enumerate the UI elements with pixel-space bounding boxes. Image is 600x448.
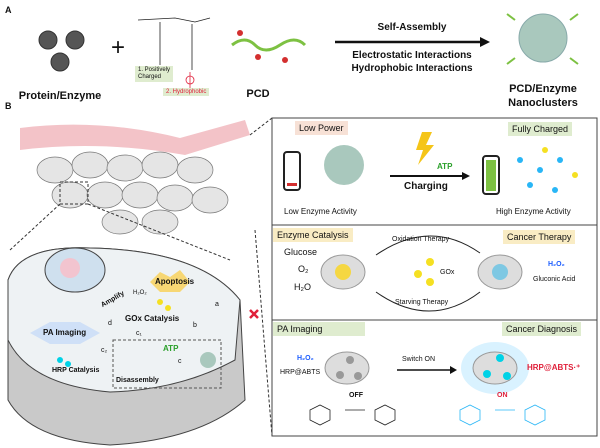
blood-vessel <box>20 120 250 155</box>
step-a: a <box>215 301 219 308</box>
released-enzymes <box>517 147 578 193</box>
pa-imaging-burst <box>30 322 100 344</box>
battery-low-icon <box>283 151 301 191</box>
electrostatic-label: Electrostatic Interactions <box>352 50 472 61</box>
battery-full-icon <box>482 155 500 195</box>
cancer-therapy-label: Cancer Therapy <box>503 230 576 244</box>
charging-label: Charging <box>404 181 448 192</box>
protein-label: Protein/Enzyme <box>18 90 102 102</box>
h2o-label: H₂O <box>294 282 311 292</box>
pa-imaging-label: PA Imaging <box>273 322 365 336</box>
panel-b-label: B <box>5 101 12 111</box>
scared-emoji-icon <box>492 264 508 280</box>
panel-a-label: A <box>5 5 12 15</box>
apoptosis-burst <box>150 270 190 292</box>
glucose-label: Glucose <box>284 247 318 257</box>
hydrophobic-label: 2. Hydrophobic <box>163 88 210 96</box>
oxidation-therapy-label: Oxidation Therapy <box>392 236 450 243</box>
gox-particles <box>414 258 434 286</box>
blocked-icon <box>249 309 259 319</box>
fully-charged-label: Fully Charged <box>508 122 573 136</box>
h2o2-therapy-label: H₂O₂ <box>548 261 565 268</box>
lightning-icon <box>416 132 434 165</box>
positively-charged-label: 1. Positively Charged <box>135 66 174 82</box>
tumor-tissue <box>36 151 229 235</box>
step-b: b <box>193 322 197 329</box>
o2-label: O₂ <box>298 264 309 274</box>
nanoclusters-label-1: PCD/Enzyme <box>509 83 577 95</box>
pcd-label: PCD <box>246 88 270 100</box>
cell-off <box>324 351 370 385</box>
cool-emoji-icon <box>335 264 351 280</box>
hrp-abts-radical-label: HRP@ABTS·⁺ <box>527 363 581 372</box>
plus-sign: + <box>110 34 126 61</box>
hrp-catalysis-label: HRP Catalysis <box>52 367 100 374</box>
low-activity-label: Low Enzyme Activity <box>284 207 357 216</box>
protein-spheres <box>38 30 85 72</box>
enzyme-catalysis-label: Enzyme Catalysis <box>273 228 353 242</box>
gluconic-acid-label: Gluconic Acid <box>533 276 576 283</box>
step-c1: c₁ <box>136 330 142 337</box>
cancer-diagnosis-label: Cancer Diagnosis <box>502 322 582 336</box>
gox-catalysis-label: GOx Catalysis <box>125 314 180 323</box>
gox-label: GOx <box>440 269 455 276</box>
high-activity-label: High Enzyme Activity <box>496 207 571 216</box>
h2o2-imaging-label: H₂O₂ <box>297 355 314 362</box>
pcd-chain <box>231 30 307 63</box>
nanocluster-low <box>324 145 364 185</box>
step-c2: c₂ <box>101 347 108 354</box>
self-assembly-label: Self-Assembly <box>377 22 447 33</box>
abts-molecule-on <box>459 404 546 426</box>
apoptosis-label: Apoptosis <box>155 277 195 286</box>
on-label: ON <box>497 392 508 399</box>
abts-molecule-off <box>309 404 396 426</box>
nanoclusters-label-2: Nanoclusters <box>508 97 578 109</box>
positively-charged-line2: Charged <box>138 74 162 80</box>
pcd-structure <box>137 17 211 90</box>
disassembly-label: Disassembly <box>116 377 159 384</box>
low-power-label: Low Power <box>295 121 348 135</box>
step-c: c <box>178 358 182 365</box>
switch-on-label: Switch ON <box>402 356 436 363</box>
starving-therapy-label: Starving Therapy <box>395 299 449 306</box>
cell-on <box>472 351 518 385</box>
hrp-abts-label: HRP@ABTS <box>280 369 321 376</box>
right-panel-frame <box>271 117 598 437</box>
atp-charging-label: ATP <box>437 162 453 171</box>
h2o2-cell-label: H₂O₂ <box>133 290 147 296</box>
hydrophobic-interactions-label: Hydrophobic Interactions <box>351 63 473 74</box>
atp-cell-label: ATP <box>163 344 179 353</box>
step-d: d <box>108 320 112 327</box>
cancer-cell <box>7 247 246 446</box>
positively-charged-line1: 1. Positively <box>138 67 171 73</box>
nanocluster <box>506 13 579 65</box>
off-label: OFF <box>349 392 363 399</box>
pa-imaging-cell-label: PA Imaging <box>43 328 87 337</box>
